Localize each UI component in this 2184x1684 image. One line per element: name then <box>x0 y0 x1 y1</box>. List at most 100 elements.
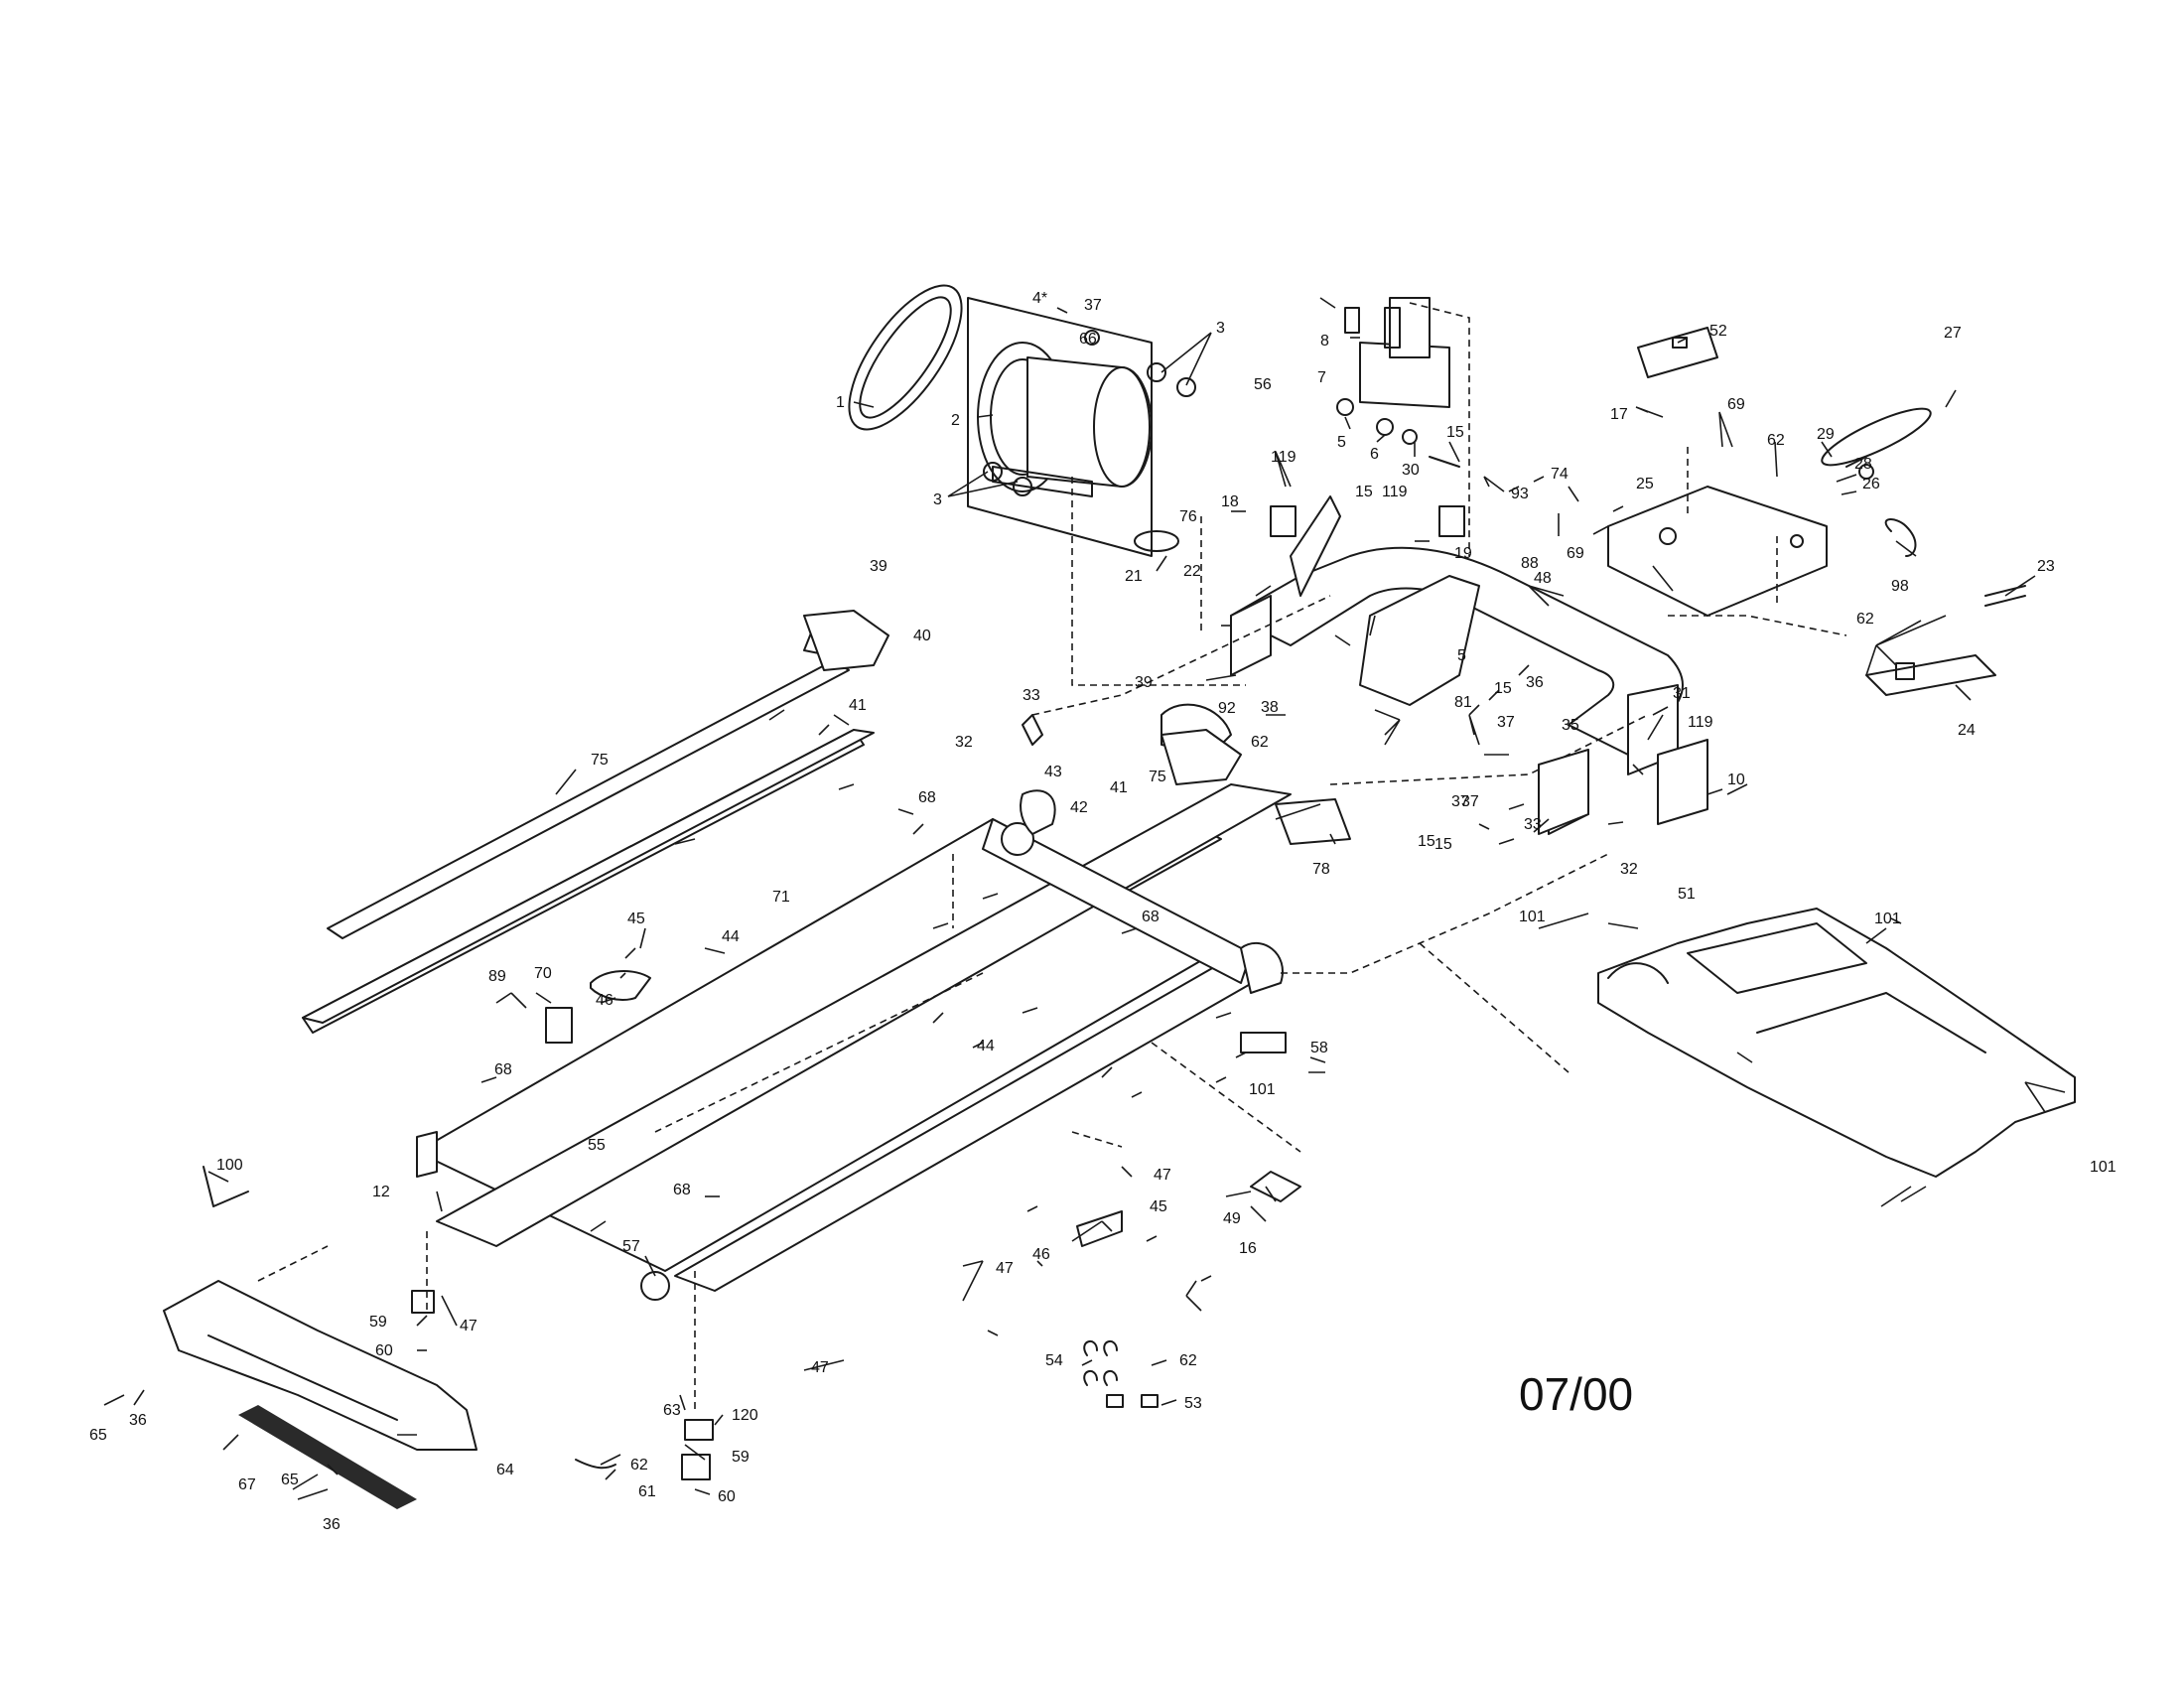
callout-75: 75 <box>1149 769 1166 785</box>
callout-44: 44 <box>977 1038 995 1054</box>
base-shroud <box>1597 908 2076 1178</box>
callout-81: 81 <box>1454 694 1472 711</box>
callout-47: 47 <box>1154 1167 1171 1184</box>
callout-27: 27 <box>1944 325 1962 342</box>
callout-92: 92 <box>1218 700 1236 717</box>
callout-29: 29 <box>1817 426 1835 443</box>
callout-30: 30 <box>1402 462 1420 479</box>
callout-66: 66 <box>1079 331 1097 348</box>
callout-37: 37 <box>1497 714 1515 731</box>
callout-36: 36 <box>1526 674 1544 691</box>
callout-60: 60 <box>375 1342 393 1359</box>
callout-32: 32 <box>955 734 973 751</box>
callout-41: 41 <box>849 697 867 714</box>
callout-10: 10 <box>1727 772 1745 788</box>
callout-101: 101 <box>2090 1159 2116 1176</box>
date-code: 07/00 <box>1519 1368 1633 1420</box>
callout-51: 51 <box>1678 886 1696 903</box>
callout-19: 19 <box>1454 545 1472 562</box>
callout-76: 76 <box>1179 508 1197 525</box>
callout-62: 62 <box>1856 611 1874 628</box>
callout-2: 2 <box>951 412 960 429</box>
callout-25: 25 <box>1636 476 1654 492</box>
callout-52: 52 <box>1709 323 1727 340</box>
callout-119: 119 <box>1271 449 1297 466</box>
callout-48: 48 <box>1534 570 1552 587</box>
callout-3: 3 <box>1216 320 1225 337</box>
callout-45: 45 <box>627 911 645 927</box>
callout-63: 63 <box>663 1402 681 1419</box>
callout-88: 88 <box>1521 555 1539 572</box>
callout-60: 60 <box>718 1488 736 1505</box>
callout-49: 49 <box>1223 1210 1241 1227</box>
callout-101: 101 <box>1874 911 1901 927</box>
callout-101: 101 <box>1249 1081 1276 1098</box>
callout-65: 65 <box>281 1472 299 1488</box>
callout-31: 31 <box>1673 685 1691 702</box>
walking-deck <box>416 783 1292 1301</box>
callout-69: 69 <box>1727 396 1745 413</box>
callout-39: 39 <box>1135 674 1153 691</box>
callout-93: 93 <box>1511 486 1529 502</box>
base-cover <box>1597 908 2076 1178</box>
callout-47: 47 <box>460 1318 478 1334</box>
callout-120: 120 <box>732 1407 758 1424</box>
callout-36: 36 <box>323 1516 341 1533</box>
callout-8: 8 <box>1320 333 1329 350</box>
callout-28: 28 <box>1854 456 1872 473</box>
callout-17: 17 <box>1610 406 1628 423</box>
callout-62: 62 <box>1179 1352 1197 1369</box>
callout-15: 15 <box>1434 836 1452 853</box>
callout-16: 16 <box>1239 1240 1257 1257</box>
electronics <box>1607 327 2026 696</box>
callout-15: 15 <box>1355 484 1373 500</box>
callout-47: 47 <box>811 1359 829 1376</box>
callout-62: 62 <box>1767 432 1785 449</box>
callout-35: 35 <box>1562 717 1579 734</box>
callout-98: 98 <box>1891 578 1909 595</box>
rear-assembly <box>163 1166 714 1509</box>
rear-step-strip <box>238 1405 417 1509</box>
callout-43: 43 <box>1044 764 1062 780</box>
callout-22: 22 <box>1183 563 1201 580</box>
callout-75: 75 <box>591 752 609 769</box>
callout-58: 58 <box>1310 1040 1328 1056</box>
callout-4: 4* <box>1032 290 1047 307</box>
callout-6: 6 <box>1370 446 1379 463</box>
callout-59: 59 <box>369 1314 387 1331</box>
callout-39: 39 <box>870 558 887 575</box>
callout-55: 55 <box>588 1137 606 1154</box>
callout-12: 12 <box>372 1184 390 1200</box>
power-cord <box>1821 407 1932 467</box>
callout-7: 7 <box>1317 369 1326 386</box>
callout-21: 21 <box>1125 568 1143 585</box>
callout-67: 67 <box>238 1476 256 1493</box>
callout-23: 23 <box>2037 558 2055 575</box>
callout-119: 119 <box>1688 714 1713 731</box>
callout-5: 5 <box>1457 647 1466 664</box>
callout-62: 62 <box>1251 734 1269 751</box>
callout-5: 5 <box>1337 434 1346 451</box>
callout-18: 18 <box>1221 493 1239 510</box>
callout-70: 70 <box>534 965 552 982</box>
callout-74: 74 <box>1551 466 1569 483</box>
callout-57: 57 <box>622 1238 640 1255</box>
callout-46: 46 <box>1032 1246 1050 1263</box>
hex-key <box>203 1166 249 1207</box>
callout-37: 37 <box>1461 793 1479 810</box>
callout-44: 44 <box>722 928 740 945</box>
callout-15: 15 <box>1418 833 1435 850</box>
callout-68: 68 <box>673 1182 691 1198</box>
callout-37: 37 <box>1084 297 1102 314</box>
leaders <box>103 297 2066 1500</box>
callout-15: 15 <box>1446 424 1464 441</box>
callout-62: 62 <box>630 1457 648 1474</box>
rear-endcap <box>163 1280 478 1451</box>
callout-59: 59 <box>732 1449 750 1466</box>
callout-42: 42 <box>1070 799 1088 816</box>
callout-46: 46 <box>596 992 614 1009</box>
callout-40: 40 <box>913 628 931 644</box>
callout-3: 3 <box>933 491 942 508</box>
callout-65: 65 <box>89 1427 107 1444</box>
